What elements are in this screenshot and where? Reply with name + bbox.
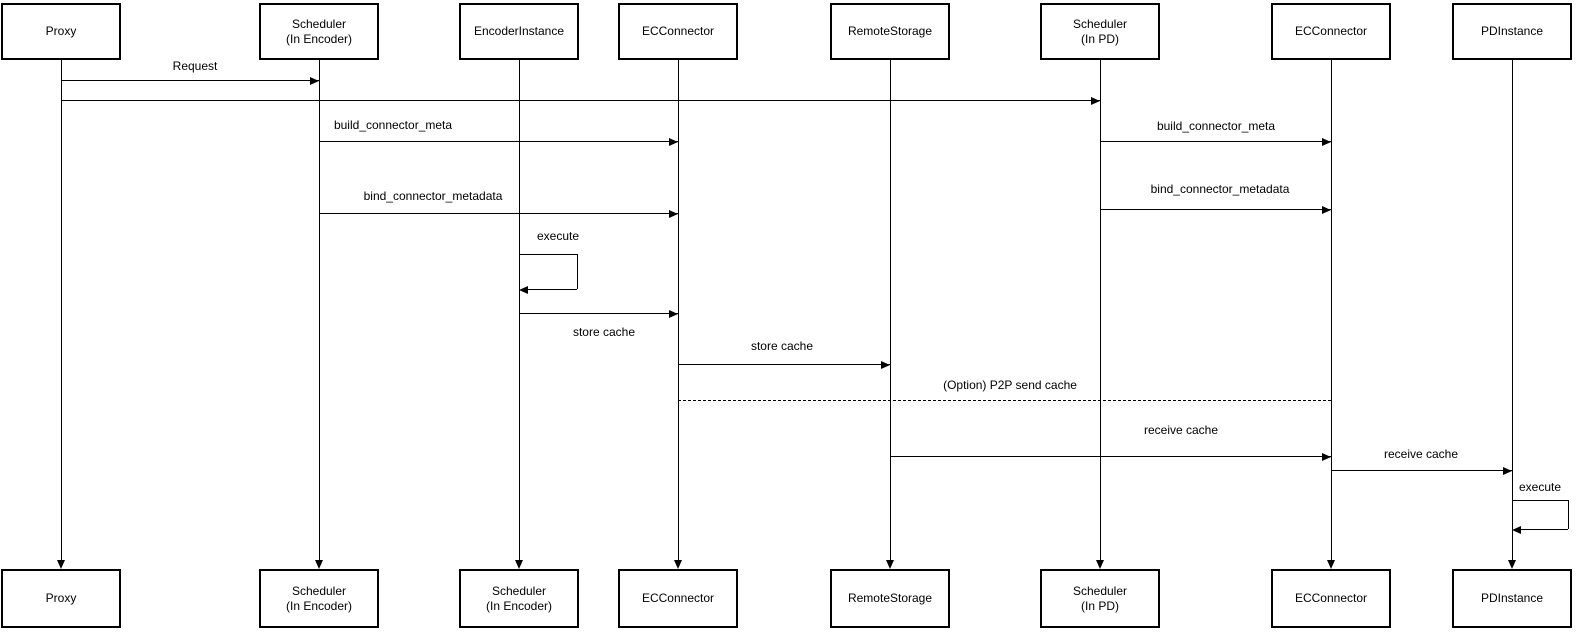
participant-bottom-box-scheduler-in-encoder: Scheduler(In Encoder) bbox=[259, 569, 379, 628]
message-arrowhead-icon bbox=[669, 310, 678, 318]
message-label-store-cache-encoder-to-ec: store cache bbox=[570, 325, 638, 339]
participant-label-line: EncoderInstance bbox=[473, 24, 565, 38]
participant-label-line: RemoteStorage bbox=[847, 24, 933, 38]
participant-bottom-box-ec-connector-encoder: ECConnector bbox=[618, 569, 738, 628]
message-label-build-connector-meta-encoder: build_connector_meta bbox=[331, 118, 455, 132]
lifeline-ec-connector-encoder bbox=[678, 60, 679, 560]
lifeline-scheduler-in-pd bbox=[1100, 60, 1101, 560]
lifeline-end-arrow-icon bbox=[57, 560, 65, 569]
participant-top-box-scheduler-in-pd: Scheduler(In PD) bbox=[1040, 3, 1160, 60]
message-arrowhead-icon bbox=[1322, 206, 1331, 214]
message-label-execute-encoder: execute bbox=[534, 229, 582, 243]
message-arrowhead-icon bbox=[881, 361, 890, 369]
message-label-receive-cache-ec-to-pd: receive cache bbox=[1381, 447, 1461, 461]
message-line-store-cache-encoder-to-ec bbox=[519, 313, 678, 314]
lifeline-remote-storage bbox=[890, 60, 891, 560]
message-label-execute-pd: execute bbox=[1516, 480, 1564, 494]
message-label-receive-cache-remote-to-ec: receive cache bbox=[1141, 423, 1221, 437]
message-label-p2p-send-cache: (Option) P2P send cache bbox=[941, 378, 1079, 392]
participant-label-line: RemoteStorage bbox=[847, 591, 933, 605]
participant-bottom-box-encoder-instance: Scheduler(In Encoder) bbox=[459, 569, 579, 628]
message-line-bind-connector-metadata-pd bbox=[1100, 209, 1331, 210]
participant-top-box-encoder-instance: EncoderInstance bbox=[459, 3, 579, 60]
message-line-request bbox=[61, 80, 319, 81]
participant-top-box-remote-storage: RemoteStorage bbox=[830, 3, 950, 60]
message-arrowhead-icon bbox=[669, 138, 678, 146]
lifeline-end-arrow-icon bbox=[1096, 560, 1104, 569]
participant-label-line: Scheduler bbox=[1072, 16, 1128, 31]
message-arrowhead-icon bbox=[1091, 97, 1100, 105]
self-loop-right-line-execute-encoder bbox=[577, 254, 578, 289]
message-line-build-connector-meta-pd bbox=[1100, 141, 1331, 142]
participant-bottom-box-proxy: Proxy bbox=[1, 569, 121, 628]
participant-label-line: (In Encoder) bbox=[285, 598, 353, 613]
message-arrowhead-icon bbox=[669, 210, 678, 218]
self-loop-top-line-execute-encoder bbox=[519, 254, 577, 255]
participant-label-line: PDInstance bbox=[1480, 24, 1544, 38]
message-line-bind-connector-metadata-encoder bbox=[319, 213, 678, 214]
self-loop-bottom-line-execute-pd bbox=[1520, 529, 1568, 530]
self-loop-top-line-execute-pd bbox=[1512, 500, 1568, 501]
message-label-bind-connector-metadata-pd: bind_connector_metadata bbox=[1148, 182, 1292, 196]
participant-label-line: (In PD) bbox=[1080, 31, 1119, 46]
participant-top-box-proxy: Proxy bbox=[1, 3, 121, 60]
participant-label-line: Scheduler bbox=[291, 583, 347, 598]
lifeline-end-arrow-icon bbox=[886, 560, 894, 569]
lifeline-end-arrow-icon bbox=[515, 560, 523, 569]
lifeline-end-arrow-icon bbox=[315, 560, 323, 569]
message-label-bind-connector-metadata-encoder: bind_connector_metadata bbox=[361, 189, 505, 203]
participant-label-line: Scheduler bbox=[491, 583, 547, 598]
participant-label-line: ECConnector bbox=[1294, 591, 1368, 605]
message-label-store-cache-ec-to-remote: store cache bbox=[748, 339, 816, 353]
lifeline-proxy bbox=[61, 60, 62, 560]
participant-bottom-box-remote-storage: RemoteStorage bbox=[830, 569, 950, 628]
message-line-p2p-send-cache bbox=[678, 400, 1331, 401]
message-line-build-connector-meta-encoder bbox=[319, 141, 678, 142]
lifeline-pd-instance bbox=[1512, 60, 1513, 560]
message-arrowhead-icon bbox=[1503, 467, 1512, 475]
lifeline-ec-connector-pd bbox=[1331, 60, 1332, 560]
participant-label-line: (In PD) bbox=[1080, 598, 1119, 613]
message-label-request: Request bbox=[170, 59, 220, 73]
participant-label-line: Proxy bbox=[45, 591, 77, 605]
message-arrowhead-icon bbox=[1322, 453, 1331, 461]
self-loop-arrowhead-icon bbox=[1512, 526, 1521, 534]
message-label-build-connector-meta-pd: build_connector_meta bbox=[1154, 119, 1278, 133]
participant-top-box-pd-instance: PDInstance bbox=[1452, 3, 1572, 60]
message-arrowhead-icon bbox=[310, 77, 319, 85]
participant-label-line: ECConnector bbox=[641, 24, 715, 38]
participant-label-line: Proxy bbox=[45, 24, 77, 38]
participant-label-line: (In Encoder) bbox=[285, 31, 353, 46]
lifeline-end-arrow-icon bbox=[674, 560, 682, 569]
participant-label-line: (In Encoder) bbox=[485, 598, 553, 613]
participant-bottom-box-ec-connector-pd: ECConnector bbox=[1271, 569, 1391, 628]
participant-bottom-box-pd-instance: PDInstance bbox=[1452, 569, 1572, 628]
participant-label-line: ECConnector bbox=[1294, 24, 1368, 38]
message-line-store-cache-ec-to-remote bbox=[678, 364, 890, 365]
participant-bottom-box-scheduler-in-pd: Scheduler(In PD) bbox=[1040, 569, 1160, 628]
message-line-receive-cache-remote-to-ec bbox=[890, 456, 1331, 457]
participant-top-box-scheduler-in-encoder: Scheduler(In Encoder) bbox=[259, 3, 379, 60]
message-line-proxy-to-scheduler-pd bbox=[61, 100, 1100, 101]
lifeline-end-arrow-icon bbox=[1508, 560, 1516, 569]
message-arrowhead-icon bbox=[1322, 138, 1331, 146]
lifeline-scheduler-in-encoder bbox=[319, 60, 320, 560]
self-loop-right-line-execute-pd bbox=[1568, 500, 1569, 529]
lifeline-encoder-instance bbox=[519, 60, 520, 560]
message-line-receive-cache-ec-to-pd bbox=[1331, 470, 1512, 471]
self-loop-arrowhead-icon bbox=[519, 286, 528, 294]
participant-label-line: PDInstance bbox=[1480, 591, 1544, 605]
participant-top-box-ec-connector-pd: ECConnector bbox=[1271, 3, 1391, 60]
participant-label-line: Scheduler bbox=[1072, 583, 1128, 598]
self-loop-bottom-line-execute-encoder bbox=[527, 289, 577, 290]
participant-label-line: Scheduler bbox=[291, 16, 347, 31]
participant-label-line: ECConnector bbox=[641, 591, 715, 605]
lifeline-end-arrow-icon bbox=[1327, 560, 1335, 569]
participant-top-box-ec-connector-encoder: ECConnector bbox=[618, 3, 738, 60]
